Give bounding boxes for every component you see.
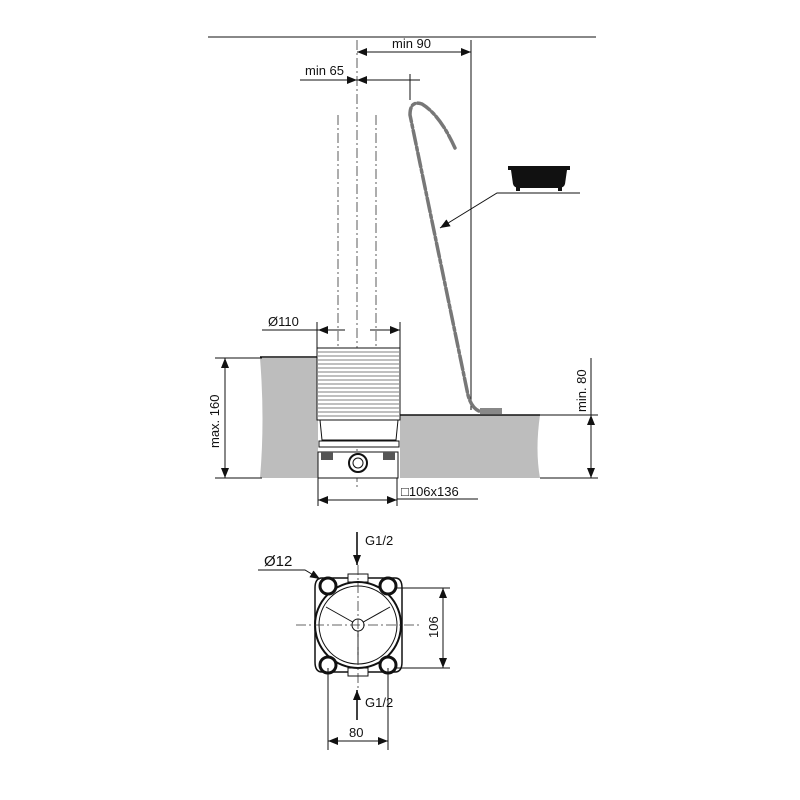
label-base-size: □106x136 bbox=[401, 484, 459, 499]
installation-body bbox=[316, 347, 401, 479]
dimension-max-160: max. 160 bbox=[207, 357, 262, 479]
dimension-dia-110: Ø110 bbox=[262, 314, 401, 348]
label-min-65: min 65 bbox=[305, 63, 344, 78]
plan-view bbox=[296, 565, 420, 690]
dimension-dia-12: Ø12 bbox=[258, 553, 321, 580]
shower-hose bbox=[408, 101, 484, 414]
mounting-holes bbox=[318, 576, 398, 675]
label-min-90: min 90 bbox=[392, 36, 431, 51]
label-dia-110: Ø110 bbox=[268, 314, 299, 329]
dimension-min-80: min. 80 bbox=[540, 358, 598, 479]
dimension-80: 80 bbox=[327, 668, 389, 750]
label-g-top: G1/2 bbox=[365, 533, 393, 548]
body-ribs bbox=[318, 351, 399, 417]
dimension-106: 106 bbox=[395, 587, 450, 669]
label-80: 80 bbox=[349, 725, 363, 740]
bathtub-icon bbox=[508, 166, 570, 191]
dimension-min-90: min 90 bbox=[357, 36, 471, 56]
label-g-bottom: G1/2 bbox=[365, 695, 393, 710]
dimension-base: □106x136 bbox=[317, 478, 478, 506]
floor-right bbox=[400, 415, 540, 478]
floor-left bbox=[260, 358, 318, 478]
label-106: 106 bbox=[426, 616, 441, 638]
hose-connector bbox=[480, 408, 502, 414]
label-min-80: min. 80 bbox=[574, 369, 589, 412]
bathtub-leader bbox=[439, 192, 580, 229]
label-dia-12: Ø12 bbox=[264, 553, 292, 570]
label-max-160: max. 160 bbox=[207, 395, 222, 448]
dimension-min-65: min 65 bbox=[300, 63, 420, 100]
